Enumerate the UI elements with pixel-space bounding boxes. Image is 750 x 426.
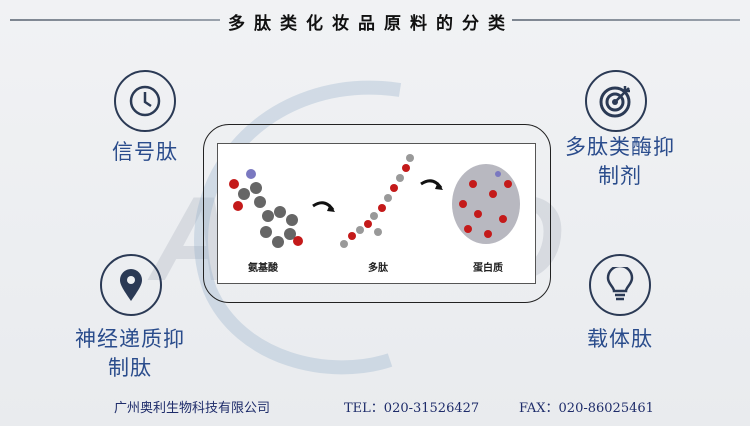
target-icon	[585, 70, 647, 132]
caption-peptide: 多肽	[368, 263, 388, 274]
label-line: 制肽	[108, 356, 152, 380]
caption-protein: 蛋白质	[473, 263, 503, 274]
title-line-left	[10, 19, 220, 21]
title-line-right	[512, 19, 740, 21]
category-neurotransmitter-inhibitor: 神经递质抑 制肽	[65, 325, 195, 383]
caption-amino-acid: 氨基酸	[248, 263, 278, 274]
location-pin-icon	[100, 254, 162, 316]
watermark-swoosh	[194, 80, 402, 375]
protein-structure	[452, 164, 520, 244]
label-line: 神经递质抑	[75, 327, 185, 351]
label-line: 载体肽	[587, 327, 653, 351]
label-line: 制剂	[598, 164, 642, 188]
diagram-frame	[203, 124, 551, 303]
company-name: 广州奥利生物科技有限公司	[114, 401, 271, 416]
peptide-chain	[340, 154, 414, 248]
category-enzyme-inhibitor: 多肽类酶抑 制剂	[555, 133, 685, 191]
label-line: 信号肽	[112, 140, 178, 164]
clock-icon	[114, 70, 176, 132]
diagram-panel: 氨基酸 多肽 蛋白质	[217, 143, 536, 284]
category-carrier-peptide: 载体肽	[570, 325, 670, 354]
amino-acid-molecule	[229, 169, 303, 248]
category-signal-peptide: 信号肽	[95, 138, 195, 167]
fax: FAX：020-86025461	[519, 401, 654, 416]
telephone: TEL：020-31526427	[344, 401, 480, 416]
label-line: 多肽类酶抑	[565, 135, 675, 159]
lightbulb-icon	[589, 254, 651, 316]
molecule-illustration	[229, 154, 520, 248]
page-title: 多肽类化妆品原料的分类	[228, 14, 514, 34]
